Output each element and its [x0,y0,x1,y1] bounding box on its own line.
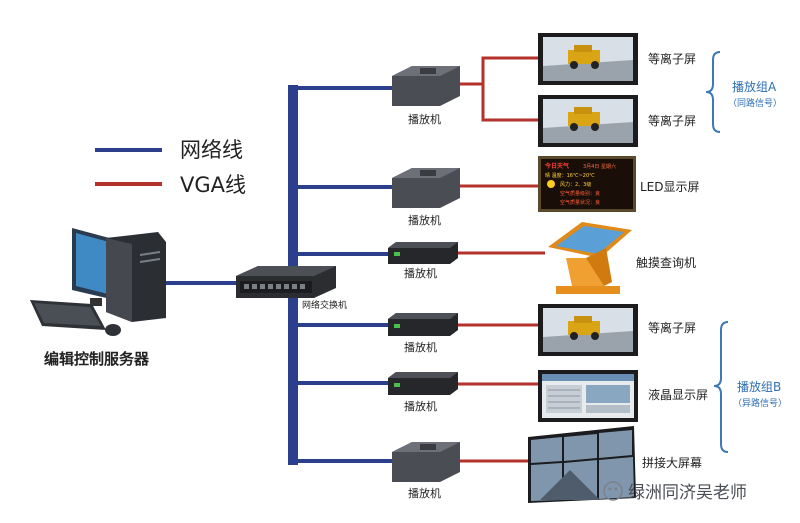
led-line-1: 今日天气 [544,162,569,170]
lcd-screen [538,370,638,422]
player-6 [392,442,460,482]
switch-label: 网络交换机 [302,299,347,311]
plasma-screen-a1 [538,33,638,85]
led-line-3: 晴 温度：16℃~20℃ [545,172,595,179]
touch-kiosk [548,222,632,294]
legend-vga-label: VGA线 [180,173,246,197]
sun-icon [547,180,555,188]
led-label: LED显示屏 [640,180,700,194]
watermark: 绿洲同济吴老师 [603,481,747,503]
plasma-screen-a2 [538,95,638,147]
player-label-3: 播放机 [404,266,437,280]
led-line-5: 空气质量级别：良 [560,190,600,197]
led-line-2: 3月4日 星期六 [583,163,616,170]
network-switch [236,266,336,298]
player-label-6: 播放机 [408,486,441,500]
group-a-bracket [705,51,721,133]
videowall-label: 拼接大屏幕 [642,455,702,470]
player-3 [388,242,458,264]
player-label-2: 播放机 [408,213,441,227]
player-2 [392,168,460,208]
led-screen: 今日天气 3月4日 星期六 晴 温度：16℃~20℃ 风力：2、3级 空气质量级… [538,156,636,212]
group-b-bracket [713,321,729,453]
legend-network-label: 网络线 [180,138,243,162]
vga-line-group-a [458,56,540,122]
vga-lines [456,56,545,463]
group-a-title: 播放组A [732,79,777,94]
server-label: 编辑控制服务器 [44,350,150,368]
lcd-label: 液晶显示屏 [648,387,708,402]
led-line-6: 空气质量状况：良 [560,199,600,206]
touch-label: 触摸查询机 [636,256,696,270]
led-line-4: 风力：2、3级 [560,181,591,188]
plasma-label-a1: 等离子屏 [648,51,696,66]
plasma-label-b: 等离子屏 [648,320,696,335]
plasma-screen-b [538,304,638,356]
wechat-icon [603,481,623,501]
group-a-subtitle: （同路信号） [728,97,782,109]
group-b-title: 播放组B [737,379,781,394]
player-5 [388,372,458,395]
player-4 [388,313,458,336]
server-computer [30,228,166,336]
group-b-subtitle: （异路信号） [733,397,787,409]
mouse [105,324,121,336]
player-label-4: 播放机 [404,340,437,354]
watermark-text: 绿洲同济吴老师 [628,483,747,503]
player-label-5: 播放机 [404,399,437,413]
player-label-1: 播放机 [408,112,441,126]
player-1 [392,66,460,106]
video-wall [528,426,636,503]
plasma-label-a2: 等离子屏 [648,113,696,128]
